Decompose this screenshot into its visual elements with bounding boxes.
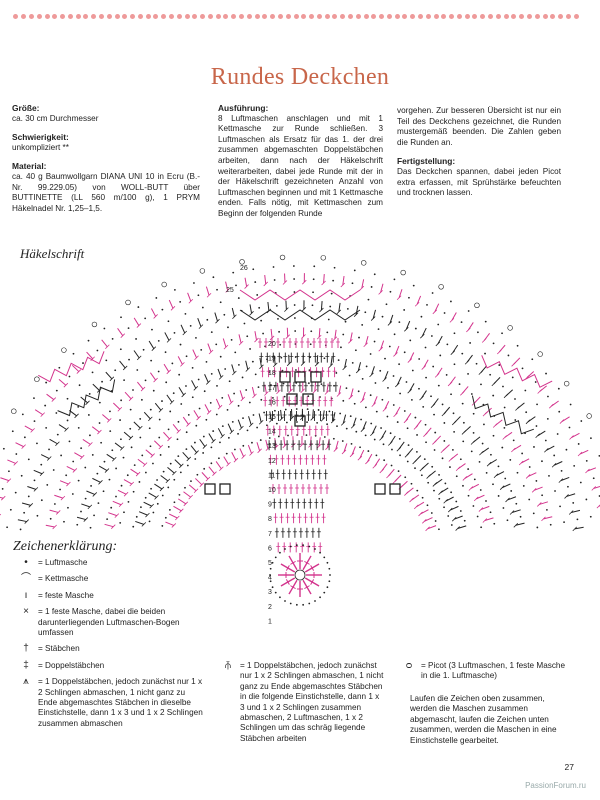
difficulty-heading: Schwierigkeit: (12, 132, 69, 143)
round-label: 15 (268, 414, 276, 421)
watermark: PassionForum.ru (525, 781, 586, 790)
legend-item: † = Stäbchen (14, 644, 204, 654)
legend-item-text: = 1 feste Masche, dabei die beiden darun… (38, 607, 180, 638)
round-label: 25 (226, 287, 234, 294)
size-text: ca. 30 cm Durchmesser (12, 113, 99, 123)
round-label: 17 (268, 385, 276, 392)
legend-item-text: = Stäbchen (38, 644, 80, 654)
finishing-text: Das Deckchen spannen, dabei jeden Picot … (397, 166, 561, 198)
diagram-title: Häkelschrift (20, 246, 85, 261)
cross-icon: × (23, 606, 29, 618)
instructions-column: Ausführung: 8 Luftmaschen anschlagen und… (218, 103, 383, 228)
legend-list-middle: ⫚ = 1 Doppelstäbchen, jedoch zunächst nur… (216, 660, 386, 750)
double-dagger-icon: ‡ (23, 659, 29, 671)
legend-item: ᴑ = Picot (3 Luftmaschen, 1 feste Masche … (397, 661, 567, 682)
legend-item-text: = feste Masche (38, 590, 94, 600)
legend-note: Laufen die Zeichen oben zusammen, werden… (410, 694, 560, 746)
top-dotted-border (12, 14, 588, 22)
bar-icon: ı (24, 589, 28, 601)
legend-item: × = 1 feste Masche, dabei die beiden daru… (14, 607, 204, 638)
legend-item: ⌒ = Kettmasche (14, 574, 204, 584)
difficulty-text: unkompliziert ** (12, 142, 69, 152)
arc-icon: ⌒ (21, 573, 31, 585)
instructions-text: 8 Luftmaschen anschlagen und mit 1 Kettm… (218, 113, 383, 218)
dot-icon: • (24, 557, 28, 568)
legend-list-left: • = Luftmasche ⌒ = Kettmasche ı = feste Masch… (14, 557, 204, 735)
round-label: 3 (268, 589, 272, 596)
round-label: 13 (268, 443, 276, 450)
material-text: ca. 40 g Baumwollgarn DIANA UNI 10 in Ec… (12, 171, 200, 213)
legend-item: ‡ = Doppelstäbchen (14, 659, 204, 671)
round-label: 11 (268, 472, 275, 479)
material-heading: Material: (12, 161, 47, 172)
legend-item: ı = feste Masche (14, 589, 204, 601)
size-heading: Größe: (12, 103, 40, 113)
round-label: 12 (268, 458, 276, 465)
legend-item-text: = Picot (3 Luftmaschen, 1 feste Masche i… (421, 661, 566, 681)
round-label: 7 (268, 531, 272, 538)
joined-double-dagger-icon: ⩚ (23, 676, 29, 688)
legend-item-text: = 1 Doppelstäbchen, jedoch zunächst nur … (240, 661, 384, 743)
round-labels: 26 25 20 19 18 17 16 15 14 13 12 11 10 9 8 7 6 5 4 3 2 1 (226, 265, 276, 625)
crochet-chart-diagram: 26 25 20 19 18 17 16 15 14 13 12 11 10 9 8 7 6 5 4 3 2 1 (0, 254, 600, 625)
legend-note-text: Laufen die Zeichen oben zusammen, werden… (410, 694, 557, 745)
legend-item: • = Luftmasche (14, 557, 204, 568)
instructions-heading: Ausführung: (218, 103, 269, 113)
round-label: 18 (268, 370, 276, 377)
round-label: 26 (240, 265, 248, 272)
legend-list-right: ᴑ = Picot (3 Luftmaschen, 1 feste Masche … (397, 661, 567, 688)
round-label: 2 (268, 604, 272, 611)
round-label: 16 (268, 399, 276, 406)
round-label: 6 (268, 545, 272, 552)
round-label: 14 (268, 429, 276, 436)
round-label: 20 (268, 341, 276, 348)
legend-item-text: = Kettmasche (38, 574, 89, 584)
page-number: 27 (564, 762, 574, 772)
finishing-heading: Fertigstellung: (397, 156, 456, 167)
legend-title: Zeichenerklärung: (13, 539, 118, 554)
page-title: Rundes Deckchen (210, 64, 390, 90)
instructions-continued-column: vorgehen. Zur besseren Übersicht ist nur… (397, 106, 561, 207)
round-label: 1 (268, 618, 272, 625)
round-label: 8 (268, 516, 272, 523)
legend-item: ⩚ = 1 Doppelstäbchen, jedoch zunächst nur… (14, 677, 204, 729)
legend-item-text: = Doppelstäbchen (38, 660, 105, 670)
legend-item: ⫚ = 1 Doppelstäbchen, jedoch zunächst nur… (216, 660, 386, 744)
round-label: 9 (268, 502, 272, 509)
dagger-icon: † (23, 643, 29, 655)
specs-column: Größe: ca. 30 cm Durchmesser Schwierigke… (12, 103, 200, 222)
round-label: 19 (268, 356, 276, 363)
split-double-dagger-icon: ⫚ (225, 660, 231, 671)
round-label: 10 (268, 487, 276, 494)
picot-icon: ᴑ (405, 660, 413, 671)
legend-item-text: = 1 Doppelstäbchen, jedoch zunächst nur … (38, 677, 203, 728)
round-label: 5 (268, 560, 272, 567)
legend-item-text: = Luftmasche (38, 558, 88, 567)
round-label: 4 (268, 575, 272, 582)
instructions-continued-text: vorgehen. Zur besseren Übersicht ist nur… (397, 106, 561, 147)
